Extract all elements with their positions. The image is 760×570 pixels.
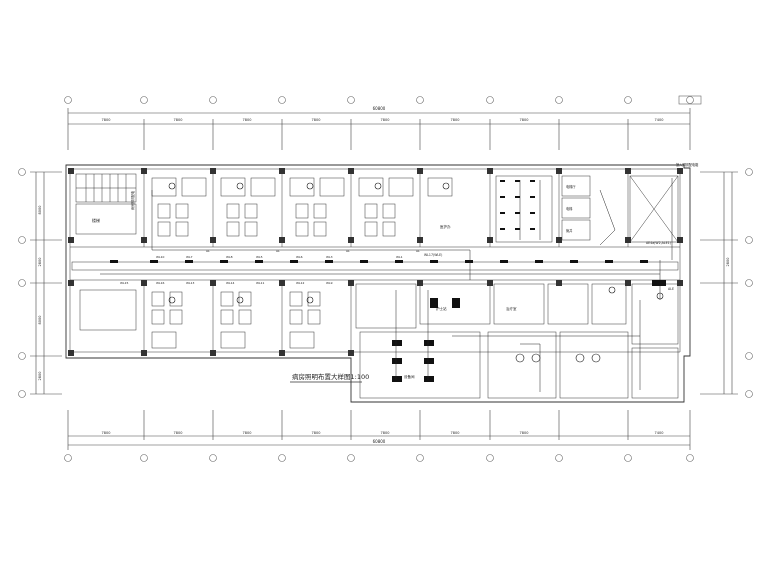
distribution-panel bbox=[652, 280, 666, 286]
circuit-labels: WL15 WL13 WL11 WL9 WL7 WL5 WL3 WL1 WL16 … bbox=[120, 249, 420, 285]
circuit-wl6: WL6 bbox=[296, 255, 303, 259]
circuit-wl13: WL13 bbox=[186, 281, 195, 285]
room-exam-label: 治疗室 bbox=[506, 306, 517, 311]
top-left-note: 病房照明配电 bbox=[130, 190, 135, 210]
bottom-span-1: 7800 bbox=[102, 431, 111, 435]
branch-label-1: AL bbox=[206, 249, 210, 253]
room-nurse-label: 护士站 bbox=[436, 306, 447, 311]
circuit-wl9: WL9 bbox=[326, 281, 333, 285]
drawing-title: 病房照明布置大样图1:100 bbox=[292, 372, 369, 381]
top-span-1: 7800 bbox=[102, 118, 111, 122]
light-fixtures bbox=[110, 180, 648, 382]
overall-dimension-bottom: 60800 bbox=[373, 439, 386, 444]
bottom-span-labels: 7800 7800 7800 7800 7800 7800 7800 7400 bbox=[102, 431, 664, 435]
room-lounge-label: 医护办 bbox=[440, 224, 451, 229]
circuit-wl3: WL3 bbox=[326, 255, 333, 259]
right-grid-bubbles bbox=[745, 168, 753, 398]
upper-ward-rooms bbox=[143, 174, 679, 247]
left-span-3: 8000 bbox=[38, 316, 42, 325]
left-grid-bubbles bbox=[18, 168, 26, 398]
bottom-grid-bubbles bbox=[64, 454, 694, 462]
top-span-5: 7800 bbox=[381, 118, 390, 122]
right-span-2: 2800 bbox=[726, 258, 730, 267]
circuit-wl8: WL8 bbox=[226, 255, 233, 259]
top-right-note: 接入照明配电箱 bbox=[676, 162, 699, 167]
top-span-2: 7800 bbox=[174, 118, 183, 122]
top-span-4: 7800 bbox=[312, 118, 321, 122]
lower-ward-rooms bbox=[79, 280, 679, 399]
circuit-wl5: WL5 bbox=[256, 255, 263, 259]
top-right-small-box bbox=[678, 95, 702, 105]
top-dimension-chain bbox=[67, 108, 691, 150]
circuit-wl1: WL1 bbox=[396, 255, 403, 259]
branch-label-3: AL bbox=[346, 249, 350, 253]
stair-label: 楼梯 bbox=[92, 217, 100, 223]
room-elevator-label-1: 电梯厅 bbox=[566, 184, 576, 189]
top-span-6: 7800 bbox=[451, 118, 460, 122]
right-dimension-chain bbox=[700, 171, 738, 395]
bottom-span-3: 7800 bbox=[243, 431, 252, 435]
panel-label: ALE bbox=[668, 287, 674, 291]
bottom-span-2: 7800 bbox=[174, 431, 183, 435]
top-span-8: 7400 bbox=[655, 118, 664, 122]
corridor-cable-label: WL17(WLE) bbox=[424, 253, 442, 257]
circuit-wl15: WL15 bbox=[120, 281, 129, 285]
room-equip-label: 设备间 bbox=[404, 374, 415, 379]
circuit-wl11: WL11 bbox=[256, 281, 265, 285]
right-mid-note: AE4a(W2,ALE1) bbox=[646, 241, 671, 245]
bottom-span-6: 7800 bbox=[451, 431, 460, 435]
bottom-span-4: 7800 bbox=[312, 431, 321, 435]
building-outline bbox=[65, 164, 691, 403]
branch-label-2: AL bbox=[276, 249, 280, 253]
left-span-2: 2800 bbox=[38, 258, 42, 267]
top-span-3: 7800 bbox=[243, 118, 252, 122]
circuit-wl7: WL7 bbox=[186, 255, 193, 259]
bottom-dimension-chain bbox=[67, 410, 691, 450]
left-span-1: 8000 bbox=[38, 206, 42, 215]
circuit-wl14: WL14 bbox=[226, 281, 235, 285]
left-span-4: 2800 bbox=[38, 372, 42, 381]
room-shaft-label: 管井 bbox=[566, 228, 572, 233]
wiring bbox=[100, 178, 673, 392]
bottom-span-8: 7400 bbox=[655, 431, 664, 435]
top-grid-bubbles bbox=[64, 96, 694, 104]
circuit-wl12: WL12 bbox=[296, 281, 305, 285]
left-dimension-chain bbox=[30, 171, 62, 395]
top-span-7: 7800 bbox=[520, 118, 529, 122]
corridor bbox=[70, 246, 680, 281]
circuit-wl16: WL16 bbox=[156, 281, 165, 285]
branch-label-4: AL bbox=[416, 249, 420, 253]
bottom-span-5: 7800 bbox=[381, 431, 390, 435]
ceiling-lights bbox=[168, 182, 664, 363]
circuit-wl10: WL10 bbox=[156, 255, 165, 259]
bottom-span-7: 7800 bbox=[520, 431, 529, 435]
room-elevator-label-2: 电梯 bbox=[566, 206, 573, 211]
left-span-labels: 8000 2800 8000 2800 bbox=[38, 206, 42, 381]
top-span-labels: 7800 7800 7800 7800 7800 7800 7800 7400 bbox=[102, 118, 664, 122]
stair bbox=[75, 173, 137, 235]
overall-dimension-top: 60800 bbox=[373, 106, 386, 111]
